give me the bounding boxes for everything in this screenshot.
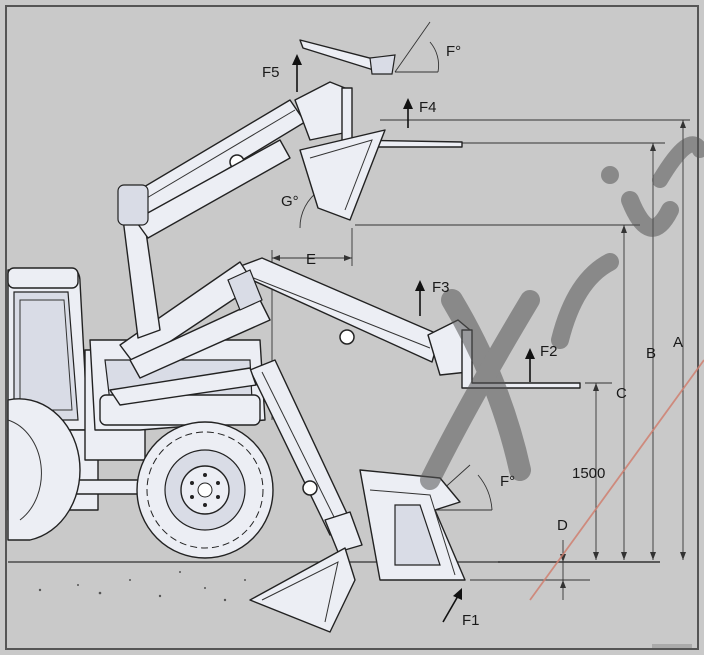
loader-arm-lowered	[109, 359, 363, 553]
force-arrow-f1	[442, 588, 462, 623]
label-dimension-1500: 1500	[572, 465, 605, 482]
label-f5: F5	[262, 64, 280, 81]
label-angle-f-top: F°	[446, 43, 461, 60]
force-arrow-f3	[415, 280, 425, 316]
label-dimension-b: B	[646, 345, 656, 362]
ground-pebbles	[38, 571, 246, 602]
watermark-mark	[420, 136, 704, 490]
corner-credit-mark	[652, 644, 692, 648]
label-f3: F3	[432, 279, 450, 296]
loader-arm-mid	[119, 257, 441, 379]
label-f4: F4	[419, 99, 437, 116]
loader-arm-raised	[117, 99, 306, 339]
label-dimension-d: D	[557, 517, 568, 534]
frame-border	[5, 5, 699, 650]
label-f1: F1	[462, 612, 480, 629]
rear-wheel	[7, 398, 81, 541]
label-dimension-c: C	[616, 385, 627, 402]
label-dimension-a: A	[673, 334, 683, 351]
bucket-raised	[299, 129, 386, 221]
front-wheel	[136, 421, 274, 559]
watermark-accent-line	[529, 359, 704, 601]
label-angle-g: G°	[281, 193, 299, 210]
force-arrow-f4	[403, 98, 413, 128]
bucket-on-ground	[359, 469, 466, 581]
bucket-dumped-ground	[249, 547, 356, 633]
force-arrow-f5	[292, 54, 302, 92]
dimension-lines	[271, 119, 690, 600]
fork-tilted-top	[299, 39, 396, 75]
label-angle-f-bottom: F°	[500, 473, 515, 490]
label-dimension-e: E	[306, 251, 316, 268]
force-arrow-f2	[525, 348, 535, 382]
label-f2: F2	[540, 343, 558, 360]
